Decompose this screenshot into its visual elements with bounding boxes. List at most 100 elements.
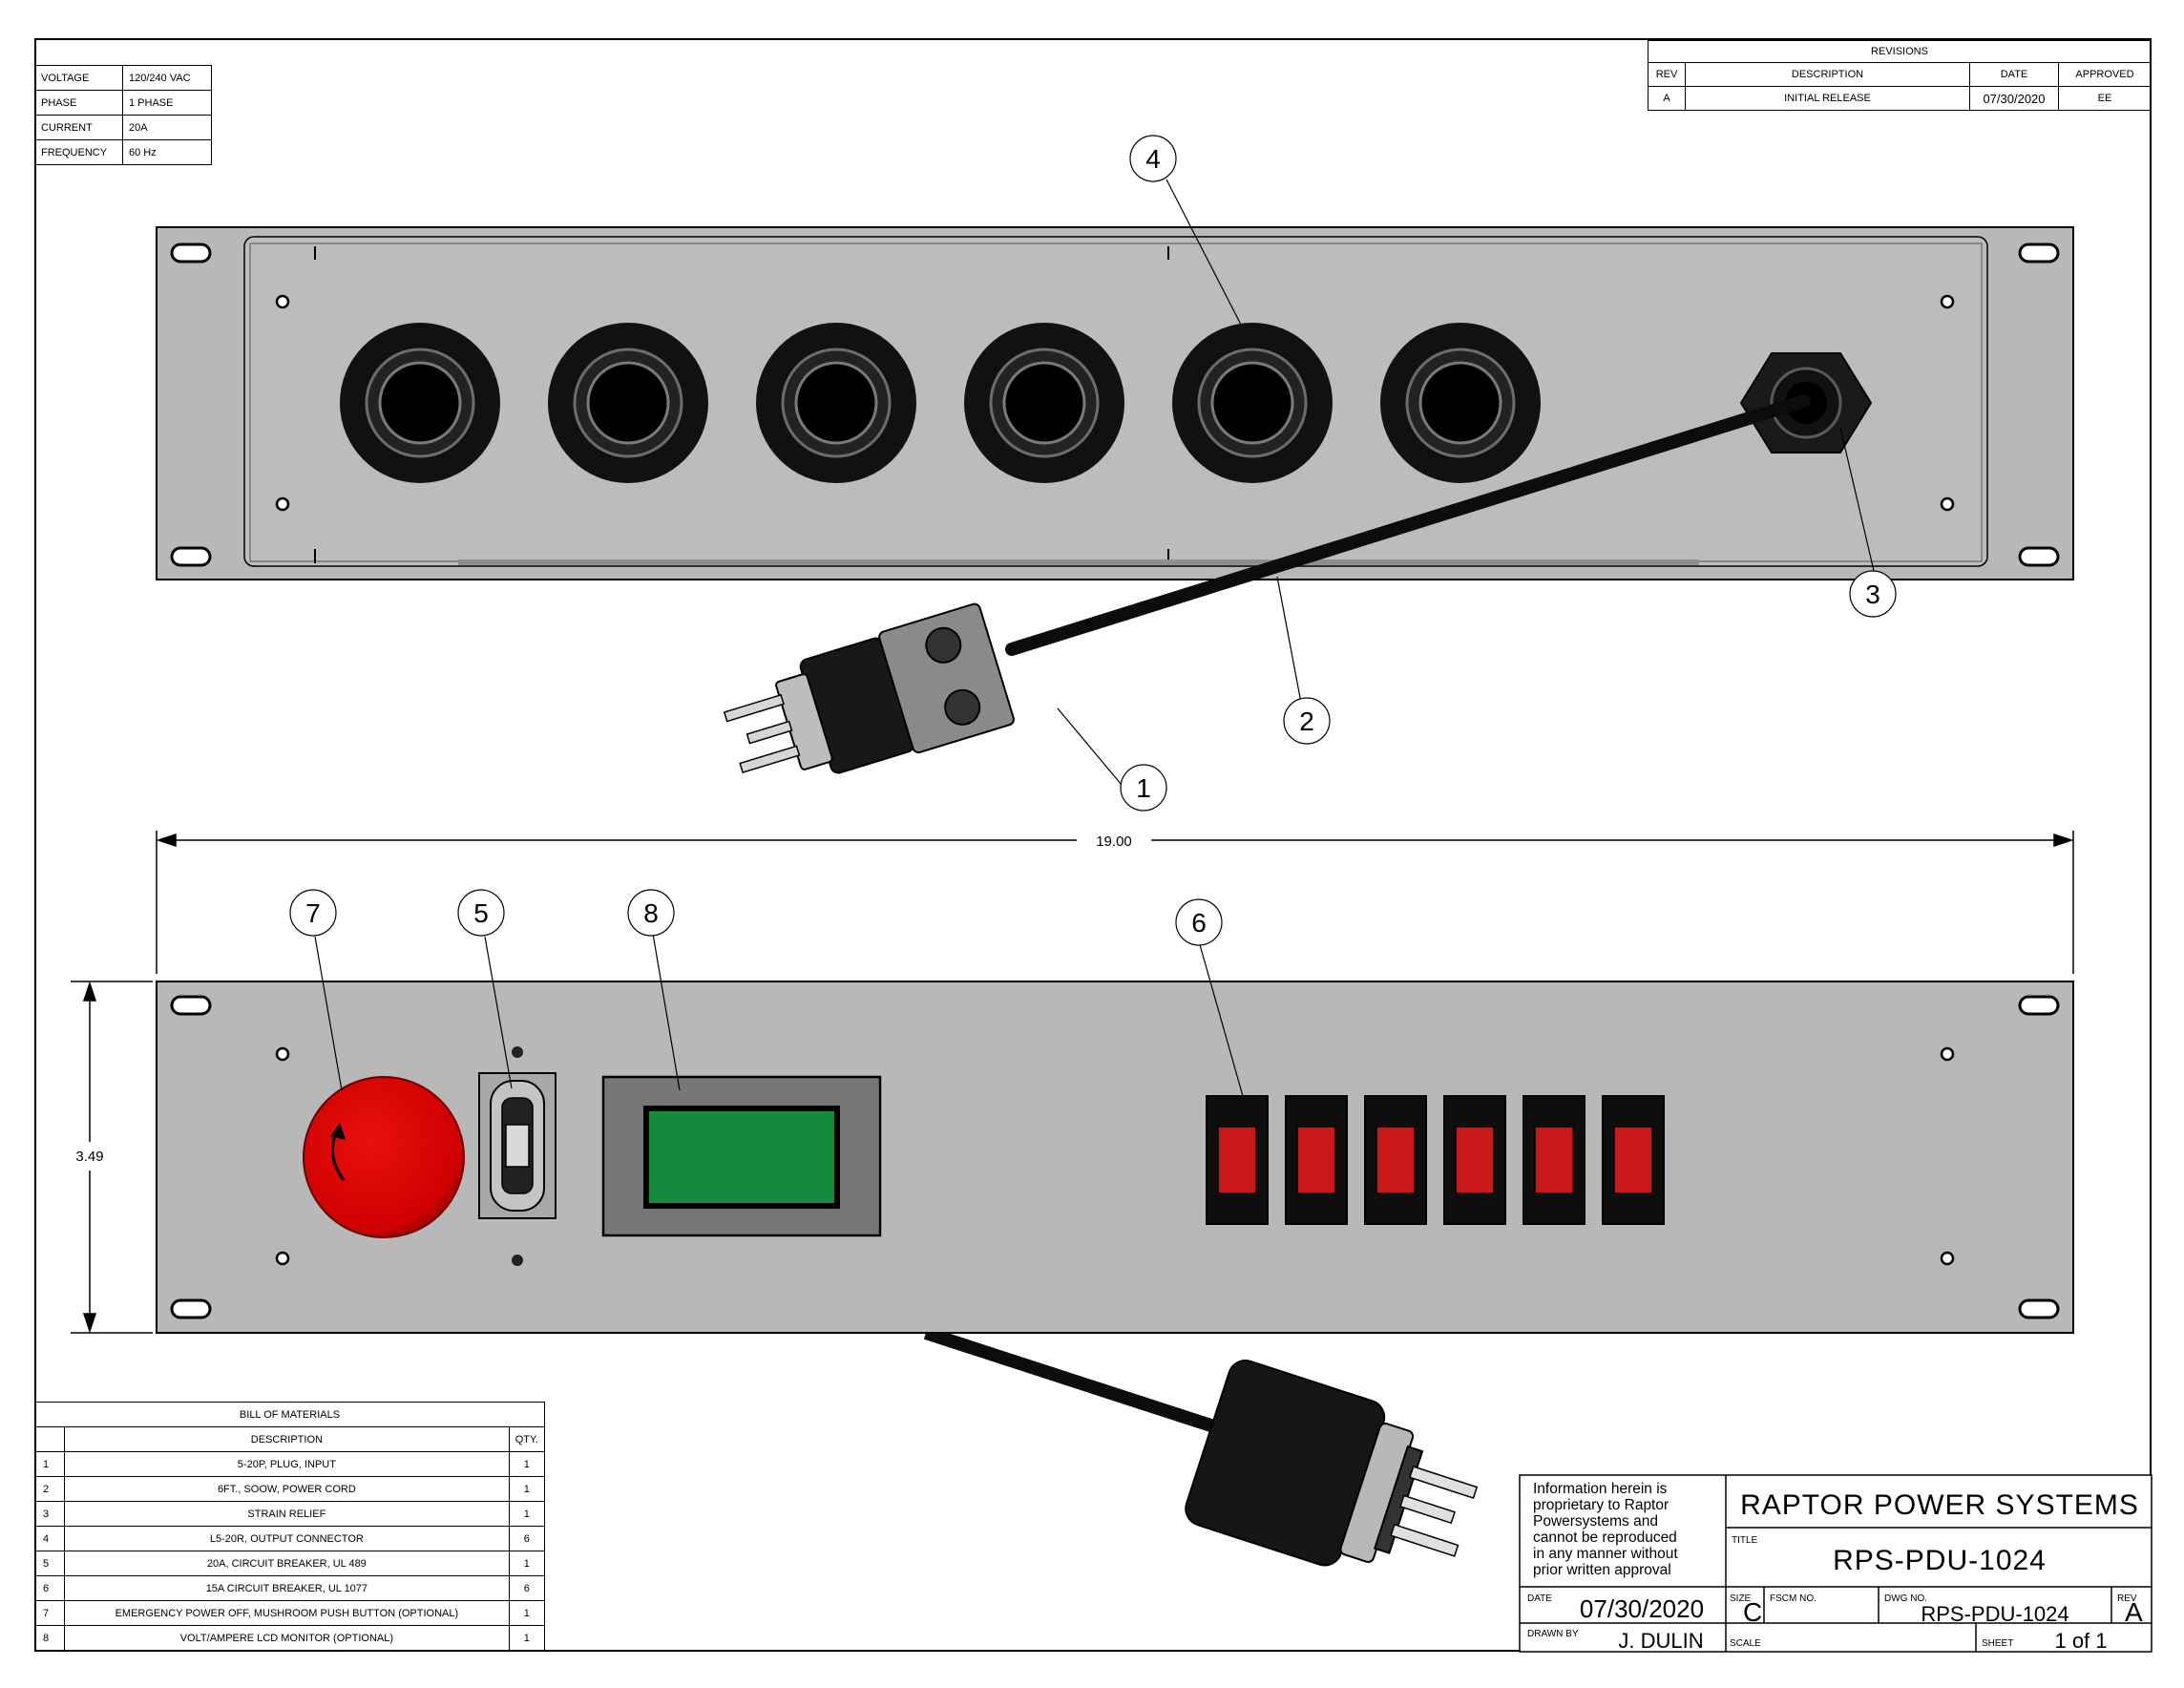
bom-title: BILL OF MATERIALS xyxy=(34,1402,545,1427)
bom-title-row: BILL OF MATERIALS xyxy=(34,1402,545,1427)
proprietary-notice: Information herein is proprietary to Rap… xyxy=(1533,1481,1678,1578)
revisions-title: REVISIONS xyxy=(1648,40,2152,63)
approved-header: APPROVED xyxy=(2058,62,2152,87)
drawing-title: RPS-PDU-1024 xyxy=(1833,1545,2047,1576)
output-breaker[interactable] xyxy=(1522,1095,1586,1225)
bom-qty: 1 xyxy=(508,1451,546,1477)
output-breaker[interactable] xyxy=(1364,1095,1427,1225)
emergency-stop-button[interactable] xyxy=(303,1076,465,1238)
notice-line: cannot be reproduced xyxy=(1533,1530,1677,1546)
bom-description: STRAIN RELIEF xyxy=(64,1501,510,1527)
rev-label: REV xyxy=(2117,1593,2137,1604)
bom-qty: 6 xyxy=(508,1526,546,1551)
notice-line: prior written approval xyxy=(1533,1562,1671,1578)
output-breakers xyxy=(1206,1095,1665,1225)
drawing-border xyxy=(34,38,2152,1652)
output-breaker[interactable] xyxy=(1602,1095,1665,1225)
power-cord-front xyxy=(923,1326,1234,1439)
scale-label: SCALE xyxy=(1730,1638,1761,1649)
bom-description: 5-20P, PLUG, INPUT xyxy=(64,1451,510,1477)
sheet-label: SHEET xyxy=(1982,1638,2013,1649)
sheet-number: 1 of 1 xyxy=(2054,1629,2107,1653)
input-plug-front xyxy=(1185,1360,1479,1567)
bom-item: 7 xyxy=(34,1600,65,1626)
title-block xyxy=(1519,1474,2152,1653)
bom-qty-header: QTY. xyxy=(508,1426,546,1452)
bom-qty: 6 xyxy=(508,1575,546,1601)
width-dimension-label: 19.00 xyxy=(1096,833,1132,850)
notice-line: in any manner without xyxy=(1533,1546,1678,1562)
output-breaker[interactable] xyxy=(1285,1095,1348,1225)
title-label: TITLE xyxy=(1732,1535,1758,1546)
bom-description: 20A, CIRCUIT BREAKER, UL 489 xyxy=(64,1551,510,1576)
callout-label: 7 xyxy=(305,898,321,928)
drawing-date: 07/30/2020 xyxy=(1580,1594,1704,1623)
height-dimension-label: 3.49 xyxy=(75,1149,103,1165)
output-connector xyxy=(1172,323,1333,483)
company-name: RAPTOR POWER SYSTEMS xyxy=(1740,1489,2139,1521)
output-connector xyxy=(340,323,500,483)
bom-qty: 1 xyxy=(508,1625,546,1651)
callout-leaders xyxy=(314,179,1876,1097)
bom-item: 4 xyxy=(34,1526,65,1551)
callout-label: 4 xyxy=(1145,144,1161,174)
callout-label: 1 xyxy=(1136,773,1151,803)
callout-label: 5 xyxy=(473,898,489,928)
revision-rev: A xyxy=(1648,86,1686,111)
output-connector xyxy=(1380,323,1541,483)
front-panel xyxy=(156,981,2074,1334)
output-connector xyxy=(964,323,1124,483)
bom-item: 2 xyxy=(34,1476,65,1502)
date-label: DATE xyxy=(1527,1593,1552,1604)
bom-item: 5 xyxy=(34,1551,65,1576)
revision-date: 07/30/2020 xyxy=(1969,86,2059,111)
description-header: DESCRIPTION xyxy=(1685,62,1970,87)
bom-description: L5-20R, OUTPUT CONNECTOR xyxy=(64,1526,510,1551)
volt-ampere-lcd-monitor xyxy=(601,1075,882,1237)
bom-description: VOLT/AMPERE LCD MONITOR (OPTIONAL) xyxy=(64,1625,510,1651)
output-breaker[interactable] xyxy=(1443,1095,1506,1225)
size-label: SIZE xyxy=(1730,1593,1752,1604)
drawing-rev: A xyxy=(2125,1597,2143,1627)
output-connectors xyxy=(340,323,1541,483)
height-dimension xyxy=(71,981,153,1334)
input-plug-rear xyxy=(723,602,1015,774)
power-cord-rear xyxy=(1005,394,1811,656)
bom-qty: 1 xyxy=(508,1476,546,1502)
main-circuit-breaker[interactable] xyxy=(478,1046,556,1266)
callout-label: 6 xyxy=(1191,908,1207,938)
bom-item: 1 xyxy=(34,1451,65,1477)
rear-panel-mounting-slots xyxy=(170,243,2060,567)
revision-approved: EE xyxy=(2058,86,2152,111)
front-panel-screw-holes xyxy=(275,1046,1955,1266)
output-connector xyxy=(548,323,708,483)
bom-description: 6FT., SOOW, POWER CORD xyxy=(64,1476,510,1502)
bom-description: 15A CIRCUIT BREAKER, UL 1077 xyxy=(64,1575,510,1601)
revisions-title-row: REVISIONS xyxy=(1648,40,2152,63)
revisions-table: REVISIONS REV DESCRIPTION DATE APPROVED … xyxy=(1648,40,2152,111)
front-panel-mounting-slots xyxy=(170,995,2060,1319)
revisions-header-row: REV DESCRIPTION DATE APPROVED xyxy=(1648,62,2152,87)
drawing-number: RPS-PDU-1024 xyxy=(1921,1602,2068,1626)
output-breaker[interactable] xyxy=(1206,1095,1269,1225)
callout-label: 8 xyxy=(643,898,659,928)
dwg-label: DWG NO. xyxy=(1884,1593,1927,1604)
spec-value: 60 Hz xyxy=(122,139,212,165)
output-connector xyxy=(756,323,916,483)
drawn-by-label: DRAWN BY xyxy=(1527,1629,1579,1639)
bom-item: 8 xyxy=(34,1625,65,1651)
bom-item: 3 xyxy=(34,1501,65,1527)
bom-qty: 1 xyxy=(508,1551,546,1576)
notice-line: Information herein is xyxy=(1533,1481,1668,1497)
